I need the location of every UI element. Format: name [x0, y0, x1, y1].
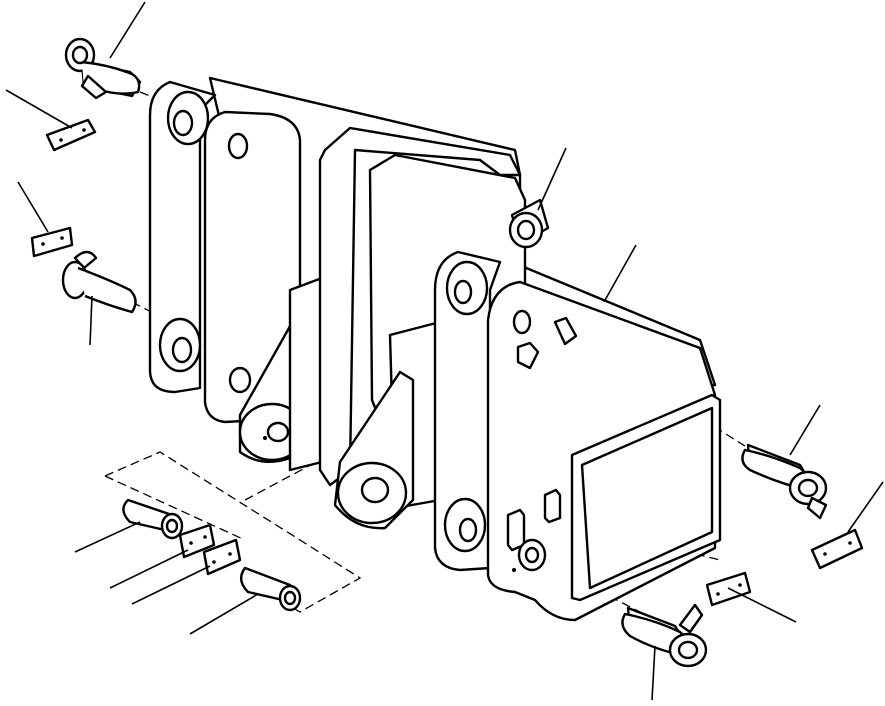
leader-lines: [5, 1, 884, 701]
boss-bore: [360, 476, 390, 504]
bore-hole: [458, 517, 478, 543]
bushing-rear: [508, 198, 550, 249]
bore-hole: [172, 109, 194, 137]
plain-pin-right: [240, 566, 302, 612]
stop-block: [553, 316, 578, 346]
plain-pin-left: [122, 498, 184, 540]
lock-plate: [30, 226, 74, 258]
lock-plate: [45, 118, 97, 152]
lock-plate: [810, 528, 864, 570]
right-outer-plate: [433, 250, 502, 572]
bore-hole: [512, 309, 532, 335]
pin-top-left: [64, 37, 142, 100]
lock-plate: [202, 538, 242, 576]
counterweight-slab: [580, 406, 714, 590]
stop-block: [516, 341, 540, 370]
lock-plates: [30, 118, 864, 607]
boss-bore: [266, 421, 290, 443]
plate-bushing-bore: [524, 546, 540, 564]
bore-hole: [227, 132, 249, 160]
pin-right-lower: [621, 603, 708, 668]
bore-hole: [228, 366, 252, 394]
bore-hole: [171, 336, 193, 364]
grease-point: [263, 436, 267, 440]
left-outer-plate: [148, 80, 217, 394]
lock-plate: [178, 523, 216, 559]
pin-right-upper: [741, 443, 828, 520]
grease-point: [512, 568, 516, 572]
bore-hole: [453, 279, 473, 305]
stop-block: [543, 488, 562, 524]
center-front-frame: [318, 126, 522, 487]
pin-left-lower: [61, 250, 137, 314]
bracket-assembly: [148, 76, 722, 622]
